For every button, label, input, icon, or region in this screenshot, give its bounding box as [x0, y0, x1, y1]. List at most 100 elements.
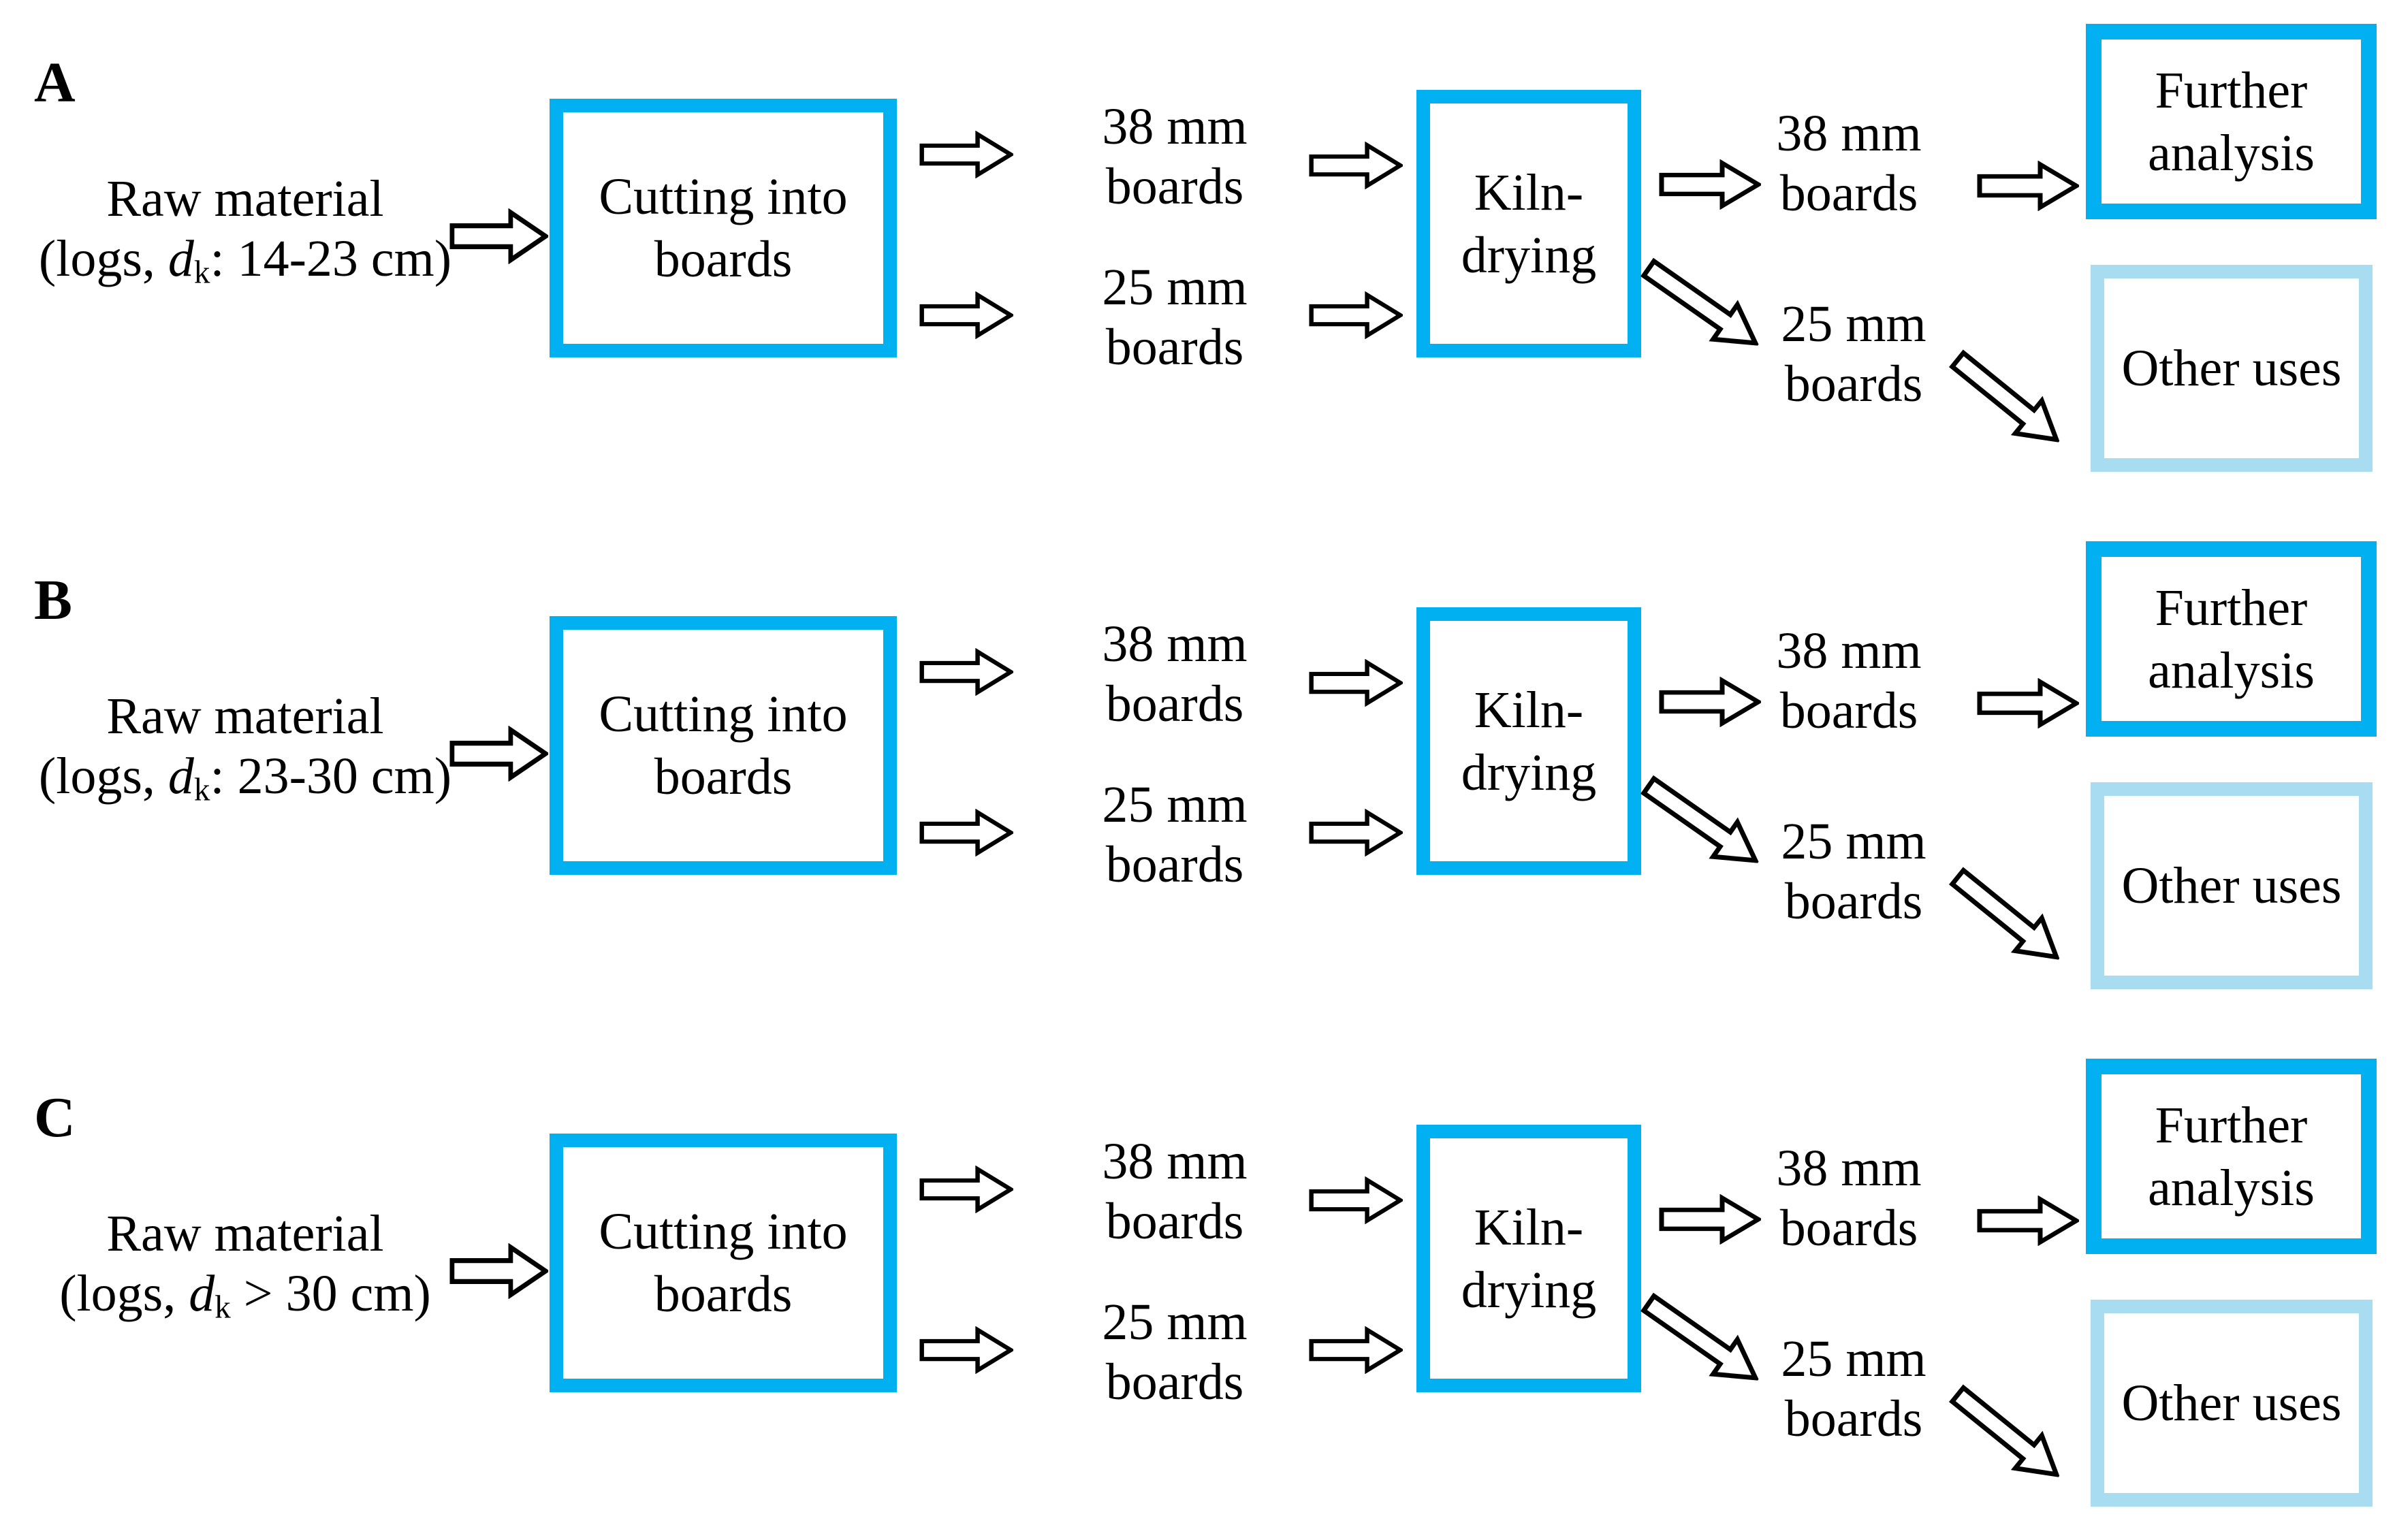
- kiln-box-line1: Kiln-: [1474, 163, 1584, 221]
- cutting-box-line2: boards: [654, 748, 793, 805]
- right-arrow-icon: [1309, 291, 1403, 339]
- right-arrow-icon: [1659, 1194, 1761, 1245]
- arrow-kiln-to-25mm-diagonal: [1631, 1279, 1774, 1402]
- right-arrow-icon: [919, 1166, 1013, 1213]
- other-uses-box: Other uses: [2091, 1300, 2373, 1507]
- boards-38mm-post-kiln-text: 38 mm boards: [1776, 1140, 1922, 1257]
- boards-25mm-post-kiln-text: 25 mm boards: [1781, 813, 1926, 930]
- arrow-38mm-to-further-analysis: [1977, 1196, 2079, 1246]
- right-arrow-icon: [1309, 809, 1403, 856]
- raw-material-line2: (logs, dk: 23-30 cm): [38, 748, 452, 808]
- boards-25mm-pre-kiln-text: 25 mm boards: [1102, 776, 1248, 893]
- right-arrow-icon: [1659, 677, 1761, 727]
- arrow-38mm-to-kiln: [1309, 1176, 1403, 1224]
- boards-25mm-post-kiln-text: 25 mm boards: [1781, 1330, 1926, 1447]
- other-uses-label: Other uses: [2121, 340, 2342, 397]
- arrow-25mm-to-other-uses-diagonal: [1939, 1372, 2076, 1498]
- arrow-kiln-to-25mm-diagonal: [1631, 762, 1774, 884]
- right-arrow-icon: [449, 208, 548, 264]
- right-arrow-icon: [1309, 1326, 1403, 1374]
- further-analysis-line1: Further: [2155, 61, 2308, 119]
- kiln-box-line2: drying: [1461, 1261, 1597, 1319]
- arrow-38mm-to-kiln: [1309, 659, 1403, 707]
- raw-material-text: Raw material (logs, dk: 14-23 cm): [14, 169, 477, 289]
- right-arrow-icon: [449, 726, 548, 782]
- diagonal-arrow-icon: [1948, 867, 2061, 960]
- right-arrow-icon: [1309, 659, 1403, 707]
- cutting-box: Cutting into boards: [550, 1134, 897, 1392]
- cutting-box-line1: Cutting into: [599, 686, 848, 743]
- arrow-25mm-to-kiln: [1309, 1326, 1403, 1374]
- right-arrow-icon: [1659, 159, 1761, 210]
- cutting-box-line1: Cutting into: [599, 1203, 848, 1260]
- diagonal-arrow-icon: [1640, 775, 1760, 863]
- diameter-subscript: k: [193, 255, 210, 291]
- further-analysis-box: Further analysis: [2086, 541, 2377, 737]
- cutting-box: Cutting into boards: [550, 616, 897, 875]
- arrow-cutting-to-25mm: [919, 1326, 1013, 1374]
- raw-material-line2: (logs, dk: 14-23 cm): [38, 230, 452, 291]
- raw-material-text: Raw material (logs, dk: 23-30 cm): [14, 686, 477, 806]
- further-analysis-box: Further analysis: [2086, 24, 2377, 219]
- diameter-subscript: k: [193, 772, 210, 808]
- process-row-a: A Raw material (logs, dk: 14-23 cm) Cutt…: [0, 0, 2395, 505]
- arrow-raw-to-cutting: [449, 1243, 548, 1299]
- right-arrow-icon: [919, 809, 1013, 856]
- further-analysis-line1: Further: [2155, 579, 2308, 637]
- arrow-cutting-to-25mm: [919, 291, 1013, 339]
- other-uses-label: Other uses: [2121, 857, 2342, 914]
- right-arrow-icon: [919, 131, 1013, 178]
- arrow-38mm-to-further-analysis: [1977, 161, 2079, 211]
- right-arrow-icon: [1977, 161, 2079, 211]
- further-analysis-line2: analysis: [2148, 641, 2315, 699]
- diagonal-arrow-icon: [1948, 1384, 2061, 1477]
- cutting-box-line1: Cutting into: [599, 168, 848, 225]
- arrow-38mm-to-kiln: [1309, 142, 1403, 189]
- kiln-drying-box: Kiln- drying: [1416, 607, 1641, 875]
- kiln-box-line1: Kiln-: [1474, 681, 1584, 739]
- right-arrow-icon: [1309, 142, 1403, 189]
- raw-material-line1: Raw material: [106, 688, 384, 745]
- arrow-25mm-to-other-uses-diagonal: [1939, 854, 2076, 980]
- raw-material-line2: (logs, dk > 30 cm): [59, 1265, 431, 1326]
- boards-25mm-pre-kiln-text: 25 mm boards: [1102, 259, 1248, 376]
- boards-38mm-post-kiln-text: 38 mm boards: [1776, 105, 1922, 222]
- process-row-c: C Raw material (logs, dk > 30 cm) Cuttin…: [0, 1035, 2395, 1540]
- right-arrow-icon: [1977, 1196, 2079, 1246]
- boards-25mm-pre-kiln-text: 25 mm boards: [1102, 1294, 1248, 1411]
- diameter-variable: d: [168, 748, 194, 805]
- arrow-cutting-to-38mm: [919, 648, 1013, 696]
- boards-38mm-pre-kiln-text: 38 mm boards: [1102, 98, 1248, 215]
- further-analysis-line2: analysis: [2148, 1159, 2315, 1217]
- arrow-kiln-to-25mm-diagonal: [1631, 244, 1774, 367]
- other-uses-label: Other uses: [2121, 1375, 2342, 1432]
- row-label: C: [34, 1086, 76, 1149]
- cutting-box: Cutting into boards: [550, 99, 897, 357]
- boards-38mm-post-kiln-text: 38 mm boards: [1776, 622, 1922, 739]
- arrow-25mm-to-kiln: [1309, 291, 1403, 339]
- right-arrow-icon: [919, 1326, 1013, 1374]
- kiln-drying-box: Kiln- drying: [1416, 1125, 1641, 1392]
- arrow-25mm-to-kiln: [1309, 809, 1403, 856]
- arrow-cutting-to-38mm: [919, 131, 1013, 178]
- kiln-box-line2: drying: [1461, 226, 1597, 284]
- right-arrow-icon: [1309, 1176, 1403, 1224]
- diameter-variable: d: [189, 1265, 215, 1322]
- other-uses-box: Other uses: [2091, 782, 2373, 989]
- arrow-kiln-to-38mm: [1659, 159, 1761, 210]
- arrow-kiln-to-38mm: [1659, 677, 1761, 727]
- kiln-drying-box: Kiln- drying: [1416, 90, 1641, 357]
- further-analysis-line1: Further: [2155, 1096, 2308, 1154]
- arrow-38mm-to-further-analysis: [1977, 678, 2079, 728]
- boards-38mm-pre-kiln-text: 38 mm boards: [1102, 1133, 1248, 1250]
- raw-material-text: Raw material (logs, dk > 30 cm): [14, 1204, 477, 1324]
- right-arrow-icon: [919, 291, 1013, 339]
- process-row-b: B Raw material (logs, dk: 23-30 cm) Cutt…: [0, 517, 2395, 1023]
- boards-38mm-pre-kiln-text: 38 mm boards: [1102, 615, 1248, 733]
- arrow-cutting-to-38mm: [919, 1166, 1013, 1213]
- right-arrow-icon: [1977, 678, 2079, 728]
- row-label: A: [34, 51, 76, 114]
- diagonal-arrow-icon: [1948, 349, 2061, 443]
- further-analysis-line2: analysis: [2148, 124, 2315, 182]
